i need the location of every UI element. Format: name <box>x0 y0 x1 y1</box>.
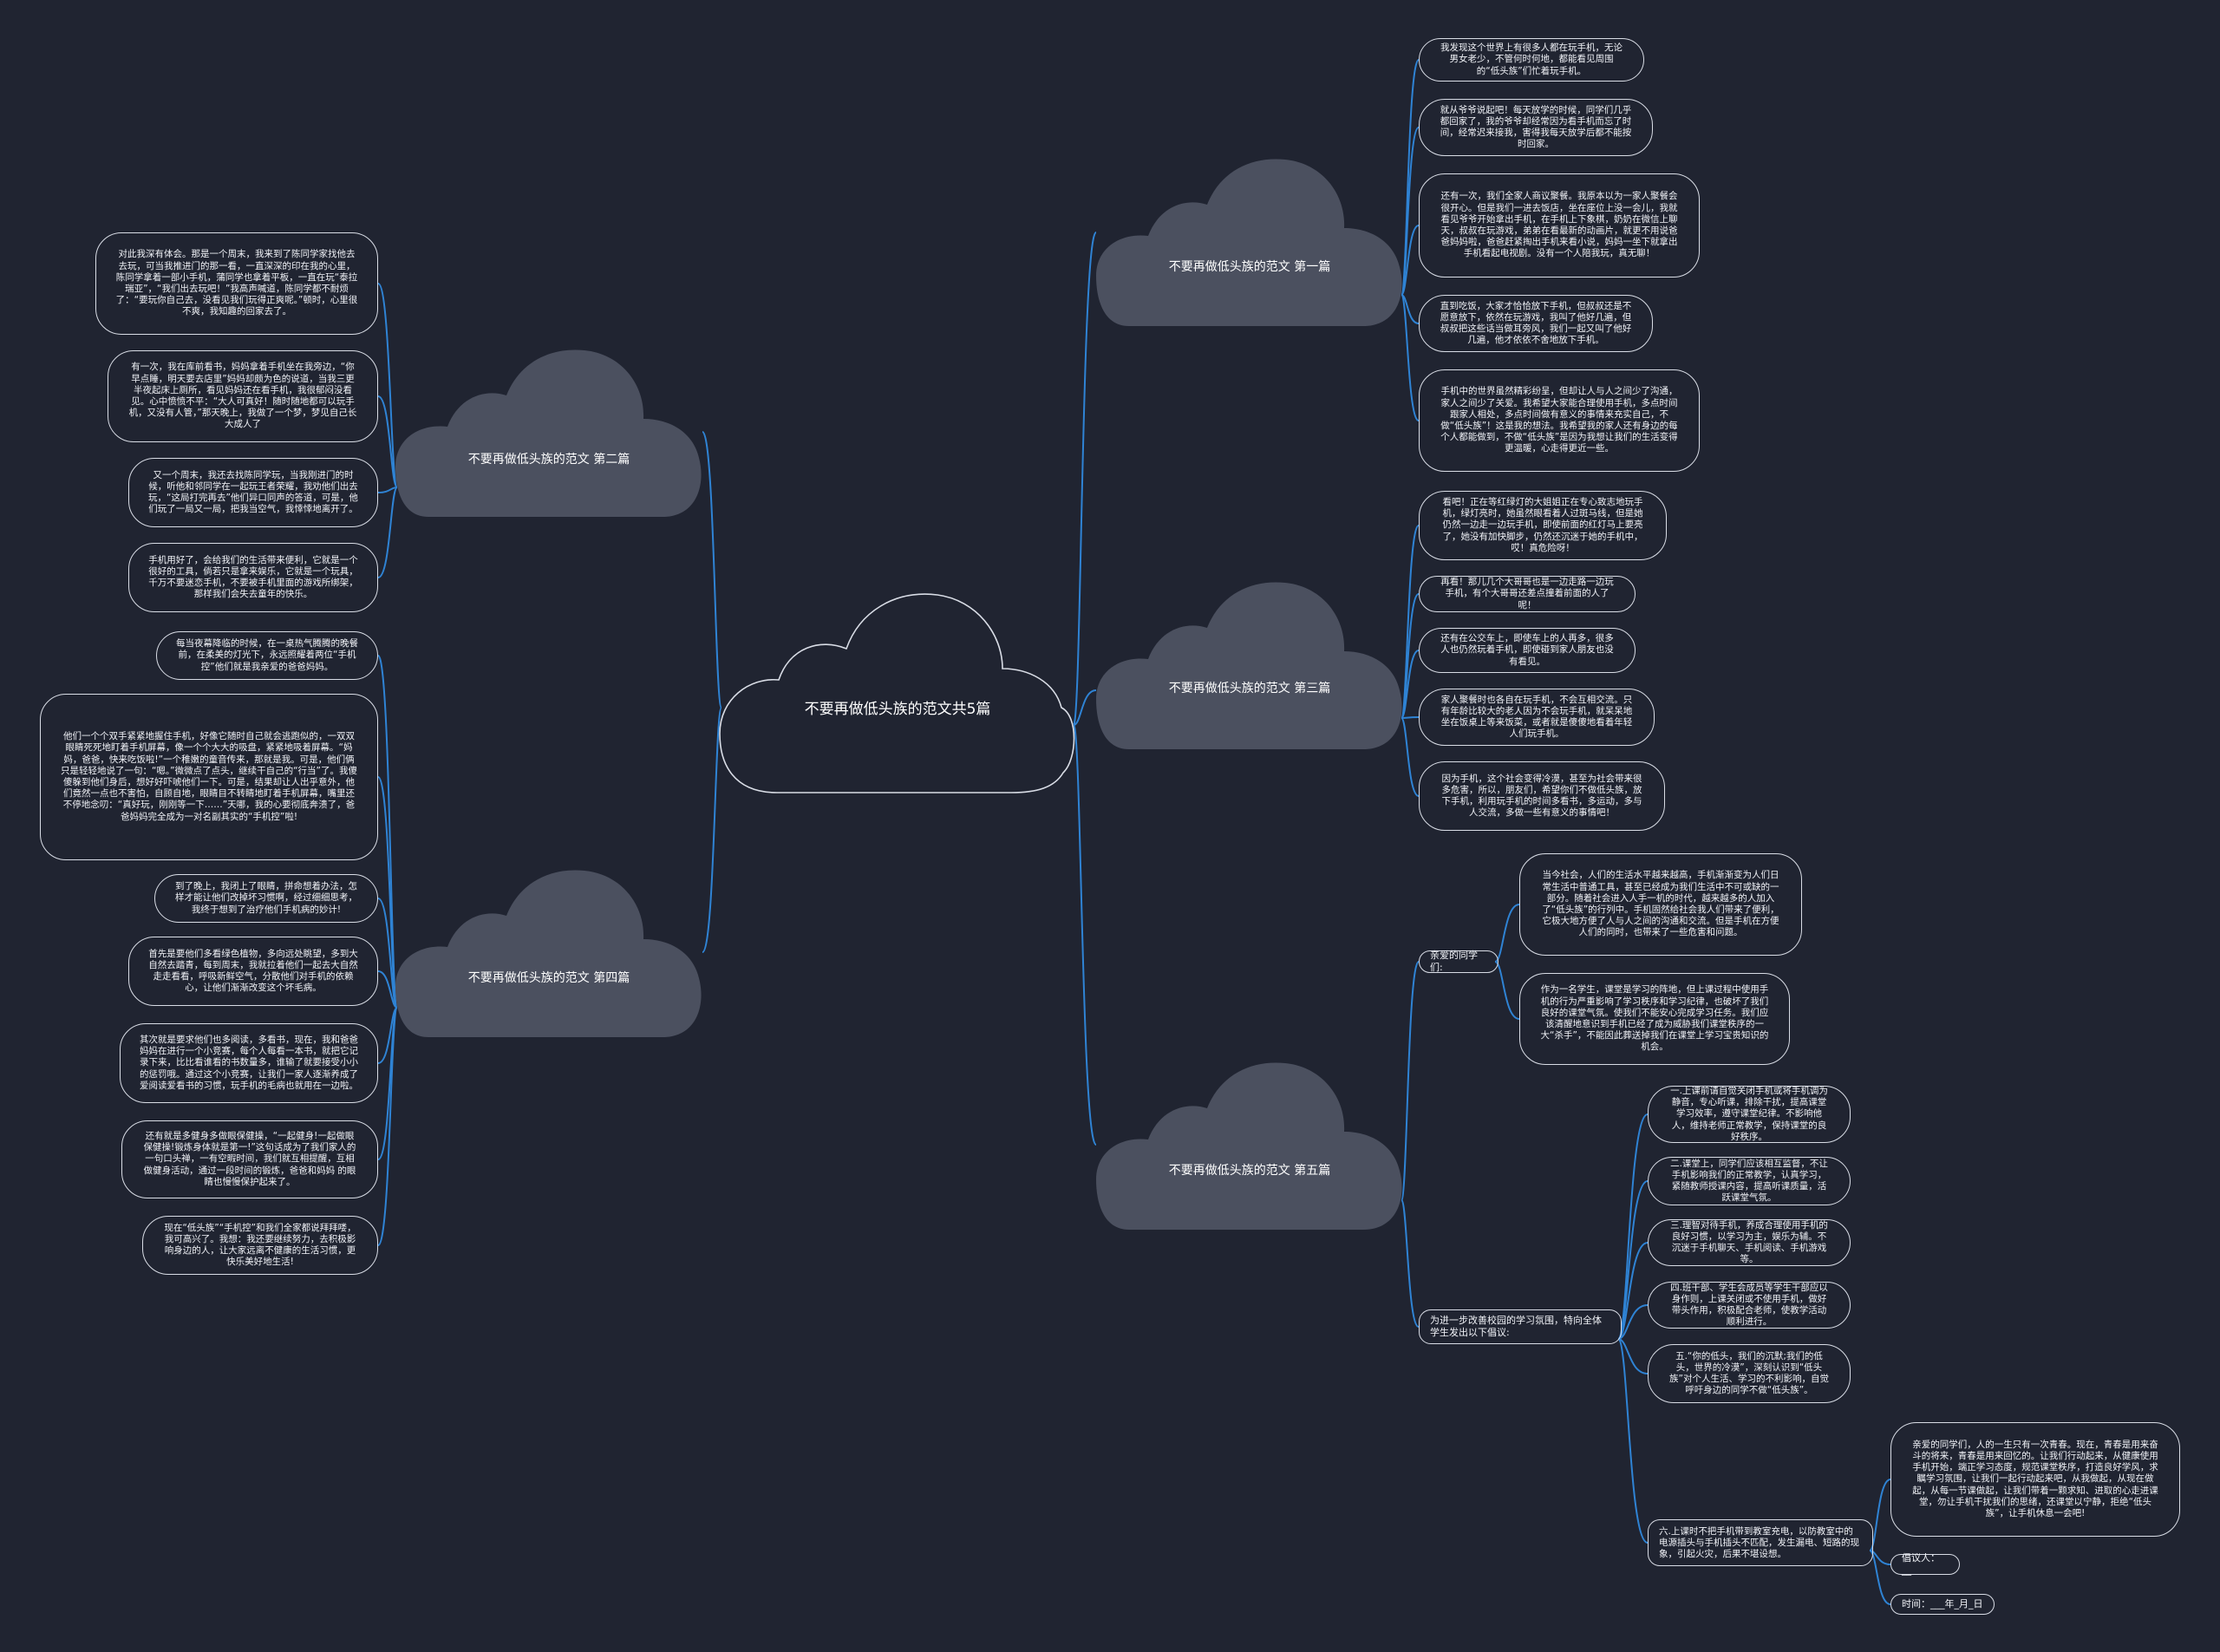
link-b5-2 <box>1401 1199 1420 1328</box>
branch-title-3: 不要再做低头族的范文 第三篇 <box>1168 682 1331 695</box>
cloud-shape-icon <box>719 593 1075 793</box>
link-b4-7 <box>377 1007 398 1246</box>
leaf-b1-4[interactable]: 直到吃饭，大家才恰恰放下手机，但叔叔还是不愿意放下，依然在玩游戏，我叫了他好几遍… <box>1419 295 1653 352</box>
cloud-shape-icon <box>1096 159 1402 326</box>
link-b1-2 <box>1401 127 1420 296</box>
link-b1-3 <box>1401 225 1420 296</box>
leaf-b4-1[interactable]: 每当夜幕降临的时候，在一桌热气腾腾的晚餐前，在柔美的灯光下，永远照耀着两位“手机… <box>156 631 378 680</box>
link-b3-3 <box>1401 650 1420 719</box>
link-b1-5 <box>1401 294 1420 421</box>
link-root-b2 <box>702 431 722 708</box>
link-b5p-5 <box>1617 1338 1649 1374</box>
leaf-b5-greeting-2[interactable]: 作为一名学生，课堂是学习的阵地，但上课过程中使用手机的行为严重影响了学习秩序和学… <box>1519 973 1790 1065</box>
link-b5p-6 <box>1617 1338 1649 1544</box>
leaf-b5-item-1[interactable]: 一.上课前请自觉关闭手机或将手机调为静音，专心听课，排除干扰，提高课堂学习效率，… <box>1648 1086 1851 1143</box>
leaf-b4-5[interactable]: 其次就是要求他们也多阅读，多看书，现在，我和爸爸妈妈在进行一个小竞赛，每个人每看… <box>120 1023 378 1103</box>
leaf-b5-item-3[interactable]: 三.理智对待手机，养成合理使用手机的良好习惯，以学习为主，娱乐为辅。不沉迷于手机… <box>1648 1219 1851 1266</box>
leaf-b4-3[interactable]: 到了晚上，我闭上了眼睛，拼命想着办法，怎样才能让他们改掉坏习惯啊，经过细细思考，… <box>154 874 378 923</box>
branch-title-2: 不要再做低头族的范文 第二篇 <box>467 453 630 467</box>
branch-node-2[interactable]: 不要再做低头族的范文 第二篇 <box>394 345 704 519</box>
link-b2-4 <box>377 486 398 578</box>
leaf-b2-2[interactable]: 有一次，我在库前看书，妈妈拿着手机坐在我旁边，“你早点睡，明天要去店里”妈妈却颇… <box>108 350 378 442</box>
branch-node-1[interactable]: 不要再做低头族的范文 第一篇 <box>1094 154 1405 328</box>
root-title: 不要再做低头族的范文共5篇 <box>804 701 991 718</box>
link-b5p-3 <box>1617 1242 1649 1340</box>
link-b2-2 <box>377 395 398 488</box>
link-root-b1 <box>1073 232 1097 726</box>
leaf-b2-4[interactable]: 手机用好了，会给我们的生活带来便利，它就是一个很好的工具，倘若只是拿来娱乐，它就… <box>128 543 378 612</box>
cloud-shape-icon <box>1096 582 1402 749</box>
leaf-b4-2[interactable]: 他们一个个双手紧紧地握住手机，好像它随时自己就会逃跑似的，一双双眼睛死死地盯着手… <box>40 694 378 860</box>
branch-node-4[interactable]: 不要再做低头族的范文 第四篇 <box>394 865 704 1039</box>
cloud-shape-icon <box>1096 1062 1402 1230</box>
link-b5c-1 <box>1869 1479 1891 1551</box>
link-b5p-4 <box>1617 1304 1649 1340</box>
b5-initiator[interactable]: 倡议人：__ <box>1890 1552 1960 1576</box>
branch-node-5[interactable]: 不要再做低头族的范文 第五篇 <box>1094 1058 1405 1231</box>
b5-sub-proposal[interactable]: 为进一步改善校园的学习氛围，特向全体学生发出以下倡议: <box>1419 1309 1622 1344</box>
branch-title-1: 不要再做低头族的范文 第一篇 <box>1168 260 1331 274</box>
link-b5c-3 <box>1869 1550 1891 1605</box>
cloud-shape-icon <box>395 349 702 517</box>
link-root-b5 <box>1073 724 1097 1146</box>
link-b5g-1 <box>1494 904 1520 963</box>
branch-node-3[interactable]: 不要再做低头族的范文 第三篇 <box>1094 578 1405 751</box>
leaf-b5-item-5[interactable]: 五.“你的低头，我们的沉默;我们的低头，世界的冷漠”，深刻认识到“低头族”对个人… <box>1648 1344 1851 1403</box>
leaf-b1-5[interactable]: 手机中的世界虽然精彩纷呈，但却让人与人之间少了沟通，家人之间少了关爱。我希望大家… <box>1419 369 1700 472</box>
leaf-b3-3[interactable]: 还有在公交车上，即使车上的人再多，很多人也仍然玩着手机，即使碰到家人朋友也没有看… <box>1419 628 1636 673</box>
root-node[interactable]: 不要再做低头族的范文共5篇 <box>716 586 1079 794</box>
leaf-b4-6[interactable]: 还有就是多健身多做眼保健操，“一起健身!一起做眼保健操!锻炼身体就是第一!”这句… <box>121 1120 378 1198</box>
leaf-b5-greeting-1[interactable]: 当今社会，人们的生活水平越来越高，手机渐渐变为人们日常生活中普通工具，甚至已经成… <box>1519 853 1802 956</box>
link-b4-4 <box>377 970 398 1009</box>
leaf-b1-2[interactable]: 就从爷爷说起吧！每天放学的时候，同学们几乎都回家了，我的爷爷却经常因为看手机而忘… <box>1419 99 1653 156</box>
b5-item-6[interactable]: 六.上课时不把手机带到教室充电，以防教室中的电源插头与手机插头不匹配，发生漏电、… <box>1648 1519 1873 1566</box>
link-b4-3 <box>377 898 398 1009</box>
link-b5g-2 <box>1494 961 1520 1020</box>
link-b3-5 <box>1401 717 1420 797</box>
leaf-b4-7[interactable]: 现在“低头族”“手机控”和我们全家都说拜拜喽，我可高兴了。我想：我还要继续努力，… <box>142 1216 378 1275</box>
b5-date[interactable]: 时间：___年_月_日 <box>1890 1594 1995 1615</box>
leaf-b1-3[interactable]: 还有一次，我们全家人商议聚餐。我原本以为一家人聚餐会很开心。但是我们一进去饭店，… <box>1419 173 1700 278</box>
leaf-b2-3[interactable]: 又一个周末，我还去找陈同学玩，当我刚进门的时候，听他和邻同学在一起玩王者荣耀，我… <box>128 458 378 527</box>
leaf-b2-1[interactable]: 对此我深有体会。那是一个周末，我来到了陈同学家找他去去玩，可当我推进门的那一看，… <box>95 232 378 335</box>
link-b5-1 <box>1401 961 1420 1201</box>
cloud-shape-icon <box>395 870 702 1037</box>
leaf-b3-2[interactable]: 再看！那儿几个大哥哥也是一边走路一边玩手机，有个大哥哥还差点撞着前面的人了呢！ <box>1419 576 1636 612</box>
link-b4-2 <box>377 776 398 1009</box>
leaf-b3-1[interactable]: 看吧！正在等红绿灯的大姐姐正在专心致志地玩手机，绿灯亮时，她虽然眼看着人过斑马线… <box>1419 491 1667 560</box>
branch-title-5: 不要再做低头族的范文 第五篇 <box>1168 1164 1331 1178</box>
branch-title-4: 不要再做低头族的范文 第四篇 <box>467 971 630 985</box>
leaf-b5-item-2[interactable]: 二.课堂上，同学们应该相互监督，不让手机影响我们的正常教学，认真学习，紧随教师授… <box>1648 1157 1851 1205</box>
link-root-b4 <box>702 707 722 953</box>
leaf-b1-1[interactable]: 我发现这个世界上有很多人都在玩手机，无论男女老少，不管何时何地，都能看见周围的“… <box>1419 38 1644 82</box>
b5-sub-greeting[interactable]: 亲爱的同学们: <box>1419 950 1498 973</box>
connector-lines <box>377 59 1891 1605</box>
leaf-b4-4[interactable]: 首先是要他们多看绿色植物，多向远处眺望，多到大自然去踏青，每到周末，我就拉着他们… <box>128 937 378 1006</box>
leaf-b3-4[interactable]: 家人聚餐时也各自在玩手机，不会互相交流。只有年龄比较大的老人因为不会玩手机，就呆… <box>1419 689 1655 746</box>
leaf-b5-item-4[interactable]: 四.班干部、学生会成员等学生干部应以身作则，上课关闭或不使用手机，做好带头作用，… <box>1648 1282 1851 1329</box>
link-root-b3 <box>1073 689 1097 726</box>
leaf-b5-closing[interactable]: 亲爱的同学们，人的一生只有一次青春。现在，青春是用来奋斗的将来，青春是用来回忆的… <box>1890 1422 2180 1537</box>
leaf-b3-5[interactable]: 因为手机，这个社会变得冷漠，甚至为社会带来很多危害，所以，朋友们，希望你们不做低… <box>1419 761 1665 831</box>
link-b2-1 <box>377 283 398 488</box>
